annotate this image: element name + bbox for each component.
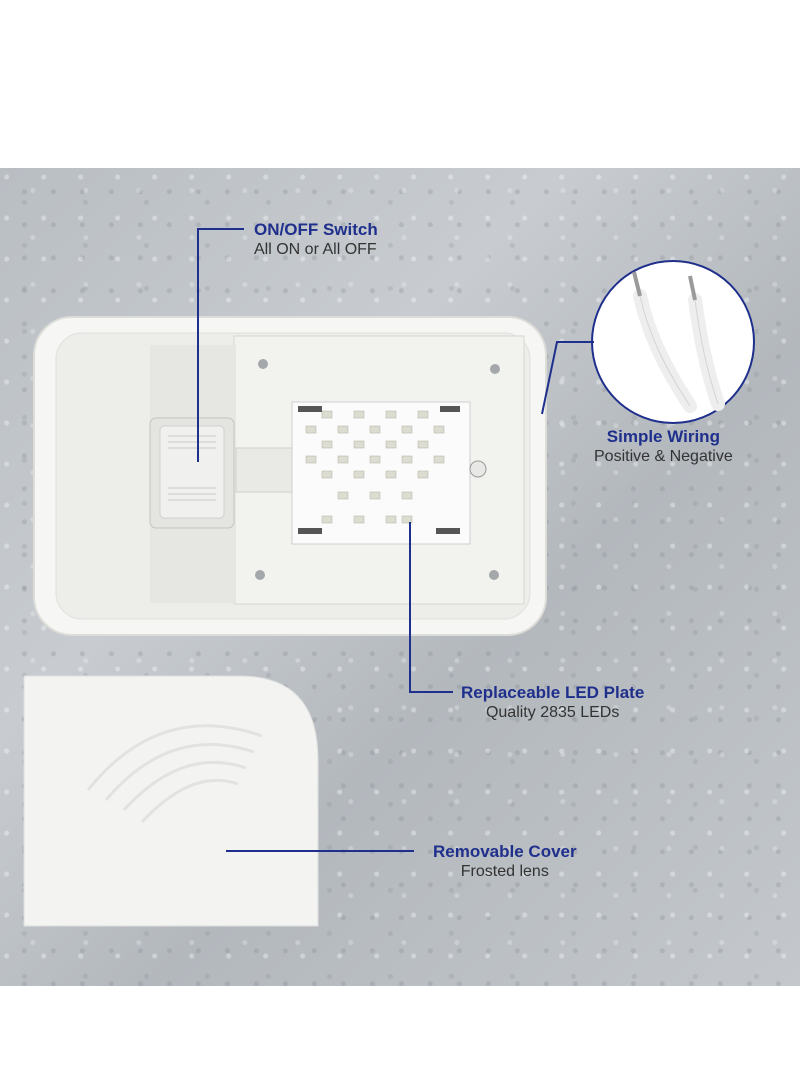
callout-led-plate-subtitle: Quality 2835 LEDs [485, 704, 620, 721]
callout-cover-subtitle: Frosted lens [460, 863, 549, 880]
callout-switch: ON/OFF Switch All ON or All OFF [254, 220, 378, 260]
callout-switch-subtitle: All ON or All OFF [254, 241, 377, 258]
callout-led-plate: Replaceable LED Plate Quality 2835 LEDs [461, 683, 644, 723]
removable-cover [23, 675, 319, 927]
callout-switch-title: ON/OFF Switch [254, 220, 378, 239]
on-off-switch [149, 417, 235, 529]
callout-lines [197, 228, 594, 852]
callout-wiring-title: Simple Wiring [606, 427, 720, 446]
wiring-inset [591, 260, 755, 424]
callout-led-plate-title: Replaceable LED Plate [461, 683, 645, 702]
callout-cover-title: Removable Cover [433, 842, 577, 861]
callout-cover: Removable Cover Frosted lens [433, 842, 577, 882]
callout-wiring: Simple Wiring Positive & Negative [594, 427, 733, 467]
callout-wiring-subtitle: Positive & Negative [594, 448, 733, 465]
led-plate [291, 401, 487, 545]
